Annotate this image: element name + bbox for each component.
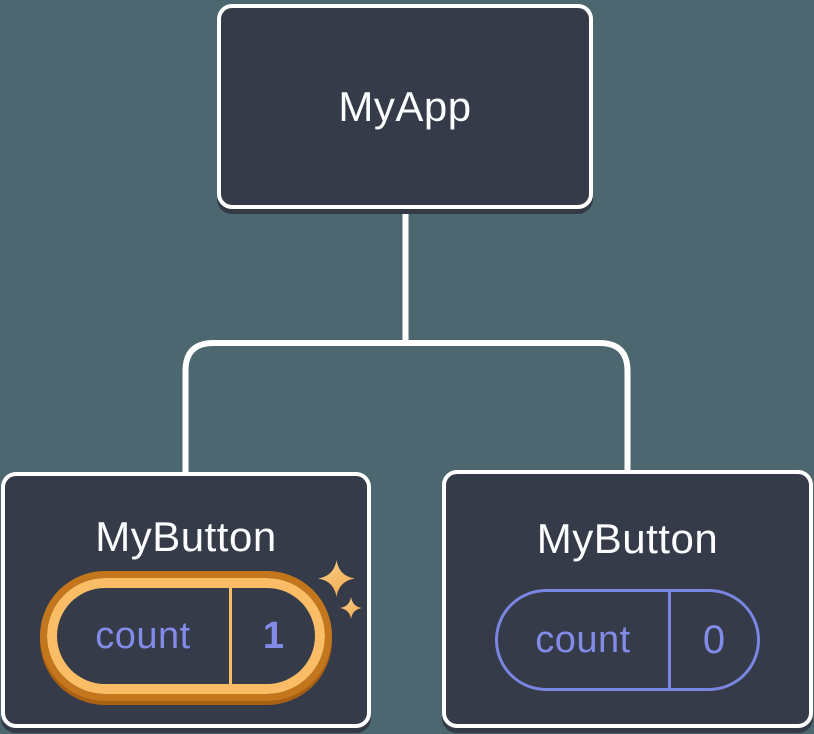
node-myapp-label: MyApp — [338, 82, 472, 130]
pill-divider — [229, 588, 232, 684]
state-value-label: 0 — [702, 618, 726, 662]
state-value-cell: 1 — [232, 588, 315, 684]
pill-divider — [668, 592, 671, 688]
state-pill-plain: count 0 — [495, 589, 760, 691]
state-key-label: count — [95, 615, 191, 657]
sparkle-icon-small — [340, 597, 362, 619]
node-mybutton-2-label: MyButton — [536, 515, 719, 562]
state-key-label: count — [535, 619, 631, 661]
state-pill-highlighted: count 1 — [40, 571, 332, 701]
node-mybutton-2: MyButton count 0 — [442, 470, 813, 728]
node-mybutton-1-label: MyButton — [95, 513, 277, 560]
state-value-cell: 0 — [671, 592, 757, 688]
state-key-cell: count — [498, 592, 668, 688]
state-key-cell: count — [57, 588, 229, 684]
state-value-label: 1 — [262, 615, 285, 657]
node-mybutton-1: MyButton count 1 — [1, 472, 371, 728]
sparkle-icon-large — [318, 560, 355, 597]
node-myapp: MyApp — [217, 4, 593, 209]
